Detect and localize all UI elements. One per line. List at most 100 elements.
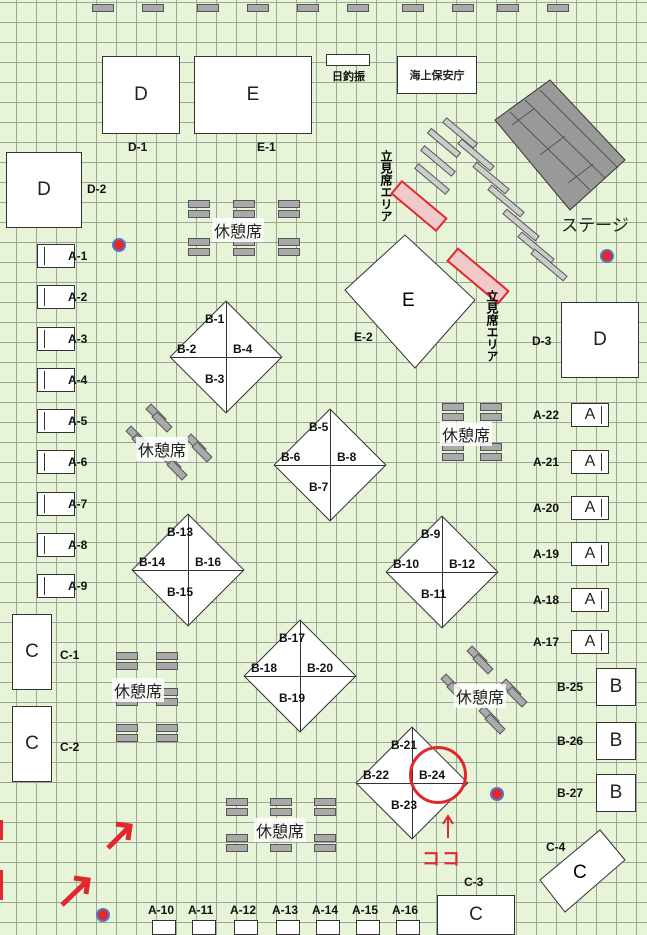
label-e1: E-1 (257, 140, 276, 154)
rest-table (402, 4, 424, 12)
label-a-right: A-20 (533, 501, 560, 515)
b-booth-label: B-19 (279, 691, 306, 705)
booth-a-left[interactable] (37, 327, 75, 351)
label-a-left: A-2 (68, 290, 88, 304)
booth-a-right[interactable]: A (571, 450, 609, 474)
label-a-left: A-4 (68, 373, 88, 387)
booth-c1-letter: C (25, 641, 39, 662)
booth-a-bottom[interactable] (192, 920, 216, 935)
booth-c2[interactable]: C (12, 706, 52, 782)
booth-a-bottom[interactable] (234, 920, 258, 935)
booth-c4-shape (539, 829, 626, 913)
b-group-divider (275, 465, 385, 466)
booth-c3[interactable]: C (437, 895, 515, 935)
rest-label: 休憩席 (112, 678, 165, 702)
booth-a-left[interactable] (37, 368, 75, 392)
booth-a-left[interactable] (37, 574, 75, 598)
label-d1: D-1 (128, 140, 148, 154)
here-label: ココ (422, 849, 462, 869)
label-e2: E-2 (354, 330, 373, 344)
booth-d2-letter: D (37, 179, 51, 200)
rest-table (116, 652, 138, 660)
booth-a-left[interactable] (37, 533, 75, 557)
rest-table (314, 834, 336, 842)
rest-table (278, 200, 300, 208)
rest-label: 休憩席 (136, 437, 189, 461)
booth-e2-shape (344, 234, 476, 369)
rest-table (270, 844, 292, 852)
booth-d2[interactable]: D (6, 152, 82, 228)
standing-area-2 (446, 247, 510, 305)
stage-label: ステージ (561, 215, 629, 235)
b-booth-label: B-18 (251, 661, 278, 675)
standing-label-2: 立見席エリア (485, 290, 499, 362)
rest-table (547, 4, 569, 12)
booth-b-right[interactable]: B (596, 774, 636, 812)
label-b-right: B-27 (557, 786, 584, 800)
b-booth-label: B-7 (309, 480, 329, 494)
label-a-right: A-21 (533, 455, 560, 469)
booth-a-left[interactable] (37, 450, 75, 474)
b-group-divider (133, 570, 243, 571)
booth-a-left[interactable] (37, 492, 75, 516)
b-booth-label: B-2 (177, 342, 197, 356)
booth-a-bottom[interactable] (276, 920, 300, 935)
booth-a-bottom[interactable] (356, 920, 380, 935)
b-booth-label: B-16 (195, 555, 222, 569)
booth-a-left[interactable] (37, 285, 75, 309)
label-a-left: A-3 (68, 332, 88, 346)
label-a-right: A-17 (533, 635, 560, 649)
b-booth-label: B-17 (279, 631, 306, 645)
booth-d1[interactable]: D (102, 56, 180, 134)
b-booth-label: B-20 (307, 661, 334, 675)
booth-c1[interactable]: C (12, 614, 52, 690)
booth-a-right[interactable]: A (571, 630, 609, 654)
kaijo-booth[interactable]: 海上保安庁 (397, 56, 477, 94)
rest-table (314, 798, 336, 806)
rest-table (226, 798, 248, 806)
rest-table (233, 210, 255, 218)
booth-e1-letter: E (246, 84, 260, 105)
booth-e1[interactable]: E (194, 56, 312, 134)
rest-table (480, 403, 502, 411)
booth-d3[interactable]: D (561, 302, 639, 378)
rest-table (188, 210, 210, 218)
booth-a-bottom[interactable] (316, 920, 340, 935)
booth-a-right[interactable]: A (571, 542, 609, 566)
rest-table (278, 248, 300, 256)
booth-a-bottom[interactable] (152, 920, 176, 935)
booth-a-right[interactable]: A (571, 496, 609, 520)
b-booth-label: B-9 (421, 527, 441, 541)
booth-a-left[interactable] (37, 244, 75, 268)
b-booth-label: B-22 (363, 768, 390, 782)
standing-area-1 (390, 179, 448, 233)
booth-e2-letter: E (402, 290, 415, 311)
nissho-booth (326, 54, 370, 66)
rest-table (480, 453, 502, 461)
booth-a-right[interactable]: A (571, 403, 609, 427)
label-a-bottom: A-11 (188, 903, 214, 917)
rest-table (270, 798, 292, 806)
booth-d1-letter: D (134, 84, 148, 105)
edge-red-mark (0, 820, 13, 840)
rest-table (116, 734, 138, 742)
label-a-right: A-18 (533, 593, 560, 607)
marker-dot (112, 238, 126, 252)
booth-a-left[interactable] (37, 409, 75, 433)
rest-table (314, 808, 336, 816)
rest-table (156, 734, 178, 742)
booth-a-right[interactable]: A (571, 588, 609, 612)
rest-table (347, 4, 369, 12)
kaijo-label: 海上保安庁 (409, 70, 465, 82)
booth-b-right[interactable]: B (596, 668, 636, 706)
booth-a-bottom[interactable] (396, 920, 420, 935)
rest-table (188, 238, 210, 246)
booth-b-right[interactable]: B (596, 722, 636, 760)
